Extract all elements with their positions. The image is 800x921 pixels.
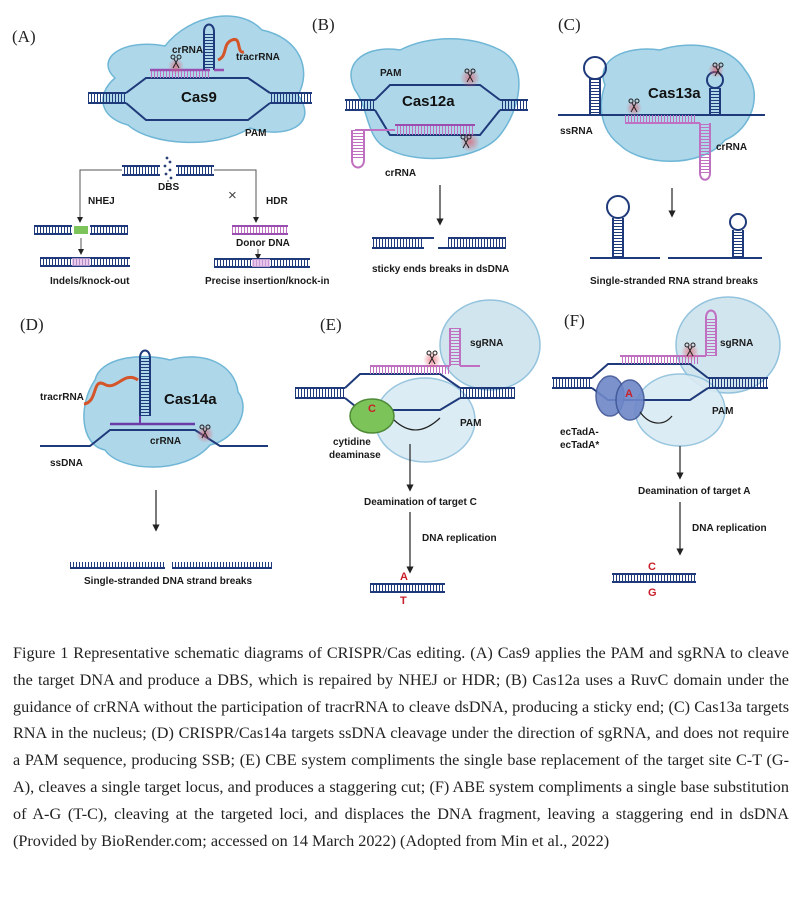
cas12a-pam-label: PAM [380,68,401,79]
cas9-enzyme-label: Cas9 [181,89,217,106]
panel-f-letter: (F) [564,311,585,330]
hdr-label: HDR [266,196,288,207]
cas14a-tracrrna-strand [83,376,139,406]
cas9-dna-right [270,93,312,103]
cas14a-result-label: Single-stranded DNA strand breaks [84,576,252,587]
scissors-icon [460,134,472,149]
precise-insertion-label: Precise insertion/knock-in [205,276,330,287]
panel-e: (E) C sgRNA PAM cytidine deaminase Dea [295,299,541,607]
cas9-dna-left [88,93,126,103]
ssrna-label: ssRNA [560,126,593,137]
cbe-pam-label: PAM [460,418,481,429]
panel-d-letter: (D) [20,315,44,334]
cas9-pam-label: PAM [245,128,266,139]
panel-c: (C) Cas13a ssRNA crRNA [558,15,765,287]
abe-sgrna-label: sgRNA [720,338,753,349]
scissors-icon [199,424,211,439]
abe-step1-label: Deamination of target A [638,486,750,497]
panel-b: (B) PAM Cas12a crRNA [312,15,528,275]
cas14a-protein [83,355,244,468]
cas14a-crrna-label: crRNA [150,436,181,447]
cbe-step2-label: DNA replication [422,533,497,544]
cytidine-deaminase-blob [349,398,395,434]
ssdna-strand [40,429,268,447]
cbe-step1-label: Deamination of target C [364,497,477,508]
cbe-target-base: C [368,403,376,415]
panel-c-letter: (C) [558,15,581,34]
abe-step2-label: DNA replication [692,523,767,534]
cas13a-enzyme-label: Cas13a [648,85,701,102]
panel-b-letter: (B) [312,15,335,34]
figure-caption: Figure 1 Representative schematic diagra… [13,644,789,850]
abe-bottom-base: G [648,587,657,599]
panel-e-letter: (E) [320,315,342,334]
cas13a-crrna-label: crRNA [716,142,747,153]
cbe-bottom-base: T [400,595,407,607]
ectada-blob-2 [615,379,645,421]
ssdna-label: ssDNA [50,458,83,469]
crispr-schematic-figure: (A) crRNA tracrRNA Cas9 PAM [12,15,781,607]
ectada-label-2: ecTadA* [560,440,599,451]
donor-dna-label: Donor DNA [236,238,290,249]
scissors-icon [170,54,182,69]
cas12a-enzyme-label: Cas12a [402,93,455,110]
nhej-label: NHEJ [88,196,115,207]
scissors-icon [684,342,696,357]
cytidine-label: cytidine [333,437,371,448]
cross-mark-icon: × [228,187,237,204]
abe-pam-label: PAM [712,406,733,417]
abe-top-base: C [648,561,656,573]
cas12a-result-label: sticky ends breaks in dsDNA [372,264,509,275]
scissors-icon [426,350,438,365]
ectada-label-1: ecTadA- [560,427,599,438]
abe-cas9-lobe-1 [675,296,781,394]
cas12a-crrna-label: crRNA [385,168,416,179]
abe-target-base: A [625,388,633,400]
scissors-icon [712,62,724,77]
deaminase-label: deaminase [329,450,381,461]
cas12a-protein [350,38,520,160]
tracrrna-strand [217,37,245,62]
panel-f: (F) A sgRNA PAM ecTadA- ecTadA* [552,296,781,599]
scissors-icon [628,98,640,113]
cas9-tracrrna-label: tracrRNA [236,52,280,63]
cas13a-result-label: Single-stranded RNA strand breaks [590,276,758,287]
cas9-crrna-label: crRNA [172,45,203,56]
panel-a-letter: (A) [12,27,36,46]
dbs-label: DBS [158,182,179,193]
cas14a-tracrrna-label: tracrRNA [40,392,84,403]
panel-d: (D) Cas14a tracrRNA crRNA ssDNA Single-s… [20,315,272,587]
cas14a-enzyme-label: Cas14a [164,391,217,408]
scissors-icon [464,68,476,83]
panel-a: (A) crRNA tracrRNA Cas9 PAM [12,15,330,287]
cbe-top-base: A [400,571,408,583]
indels-label: Indels/knock-out [50,276,130,287]
cbe-sgrna-label: sgRNA [470,338,503,349]
